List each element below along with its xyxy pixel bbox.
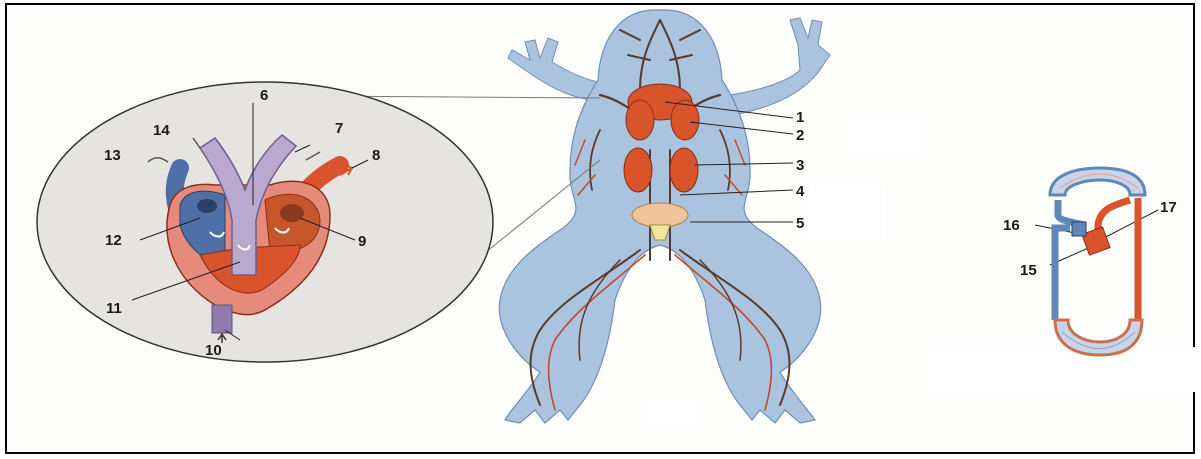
label-8: 8 — [372, 147, 380, 164]
label-10: 10 — [205, 342, 222, 359]
label-2: 2 — [796, 127, 804, 144]
schematic-atrium — [1072, 222, 1086, 236]
left-lung — [626, 100, 654, 140]
label-12: 12 — [105, 232, 122, 249]
sinus-venosus — [212, 305, 232, 333]
label-6: 6 — [260, 87, 268, 104]
label-14: 14 — [153, 122, 170, 139]
label-15: 15 — [1020, 262, 1037, 279]
red-loop — [1098, 198, 1138, 320]
right-kidney — [670, 148, 698, 192]
blank-patch — [845, 115, 920, 155]
label-13: 13 — [104, 147, 121, 164]
label-11: 11 — [106, 300, 122, 317]
label-16: 16 — [1003, 217, 1020, 234]
upper-capillary-bed — [1050, 168, 1145, 195]
atrium-spot — [197, 199, 217, 213]
atrium-spot — [280, 204, 304, 222]
circulation-schematic — [1050, 168, 1145, 355]
label-1: 1 — [796, 109, 804, 126]
blue-loop — [1055, 200, 1085, 320]
left-arm — [508, 38, 598, 100]
blank-patch — [810, 185, 885, 240]
label-9: 9 — [358, 233, 366, 250]
bladder — [632, 203, 688, 227]
blank-patch — [930, 347, 1195, 392]
left-kidney — [624, 148, 652, 192]
label-4: 4 — [796, 183, 805, 200]
label-3: 3 — [796, 157, 804, 174]
label-17: 17 — [1160, 199, 1177, 216]
blank-patch — [645, 397, 700, 427]
label-5: 5 — [796, 215, 804, 232]
label-7: 7 — [335, 120, 343, 137]
